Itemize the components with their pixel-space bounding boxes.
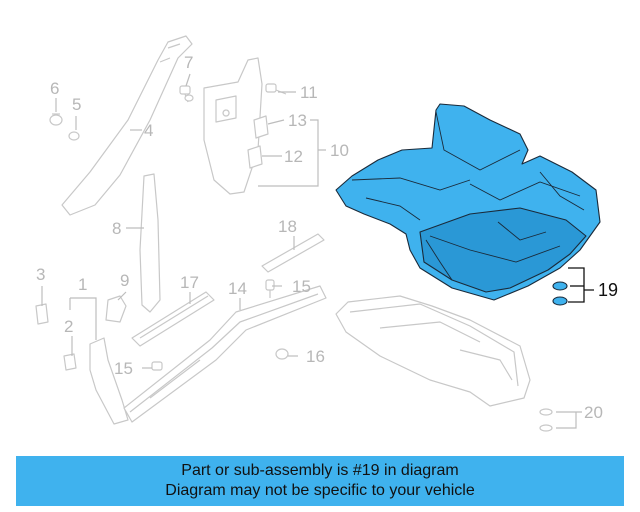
leader-lines [41,73,582,429]
callout-1: 1 [78,275,87,294]
callout-18: 18 [278,217,297,236]
part-15-clip-lower[interactable] [151,361,163,371]
part-10-b-pillar-trim[interactable] [203,57,263,195]
part-20-fasteners[interactable] [539,408,553,432]
info-banner: Part or sub-assembly is #19 in diagram D… [16,456,624,506]
callout-2: 2 [64,317,73,336]
part-2-clip[interactable] [63,353,77,371]
part-18-scuff-plate[interactable] [261,233,325,273]
leader-19 [568,267,594,303]
callout-11: 11 [300,83,318,102]
part-4-a-pillar-trim[interactable] [61,35,193,216]
part-9-bracket[interactable] [105,295,127,323]
part-12-clip[interactable] [247,145,263,169]
callout-7: 7 [184,53,193,72]
callout-16: 16 [306,347,325,366]
part-15-clip[interactable] [265,279,275,298]
part-1-kick-panel[interactable] [89,337,129,425]
part-19-fasteners[interactable] [552,281,568,306]
callout-9: 9 [120,271,129,290]
callout-10: 10 [330,141,349,160]
callout-15-lower: 15 [114,359,133,378]
callout-15: 15 [292,277,311,296]
part-5-fastener[interactable] [68,131,80,141]
callout-6: 6 [50,79,59,98]
part-3-clip[interactable] [35,303,49,325]
banner-line-1: Part or sub-assembly is #19 in diagram [181,462,459,479]
part-14-sill-trim[interactable] [123,285,327,423]
callout-17: 17 [180,273,199,292]
callout-14: 14 [228,279,247,298]
banner-line-2: Diagram may not be specific to your vehi… [165,482,475,499]
callout-3: 3 [36,265,45,284]
part-17-scuff-plate[interactable] [131,291,215,347]
part-19-carpet[interactable] [335,103,601,301]
callout-13: 13 [288,111,307,130]
callout-8: 8 [112,219,121,238]
callout-20: 20 [584,403,603,422]
part-6-fastener[interactable] [49,113,63,126]
part-11-bolt[interactable] [265,83,287,95]
part-7-bolt[interactable] [179,85,194,103]
callout-5: 5 [72,95,81,114]
part-16-clip[interactable] [275,348,289,360]
callout-19: 19 [598,280,618,300]
rear-floor-insulator[interactable] [335,295,531,407]
part-13-clip[interactable] [253,115,269,139]
callout-4: 4 [144,121,153,140]
callout-12: 12 [284,147,303,166]
part-8-lower-pillar-trim[interactable] [139,173,161,313]
